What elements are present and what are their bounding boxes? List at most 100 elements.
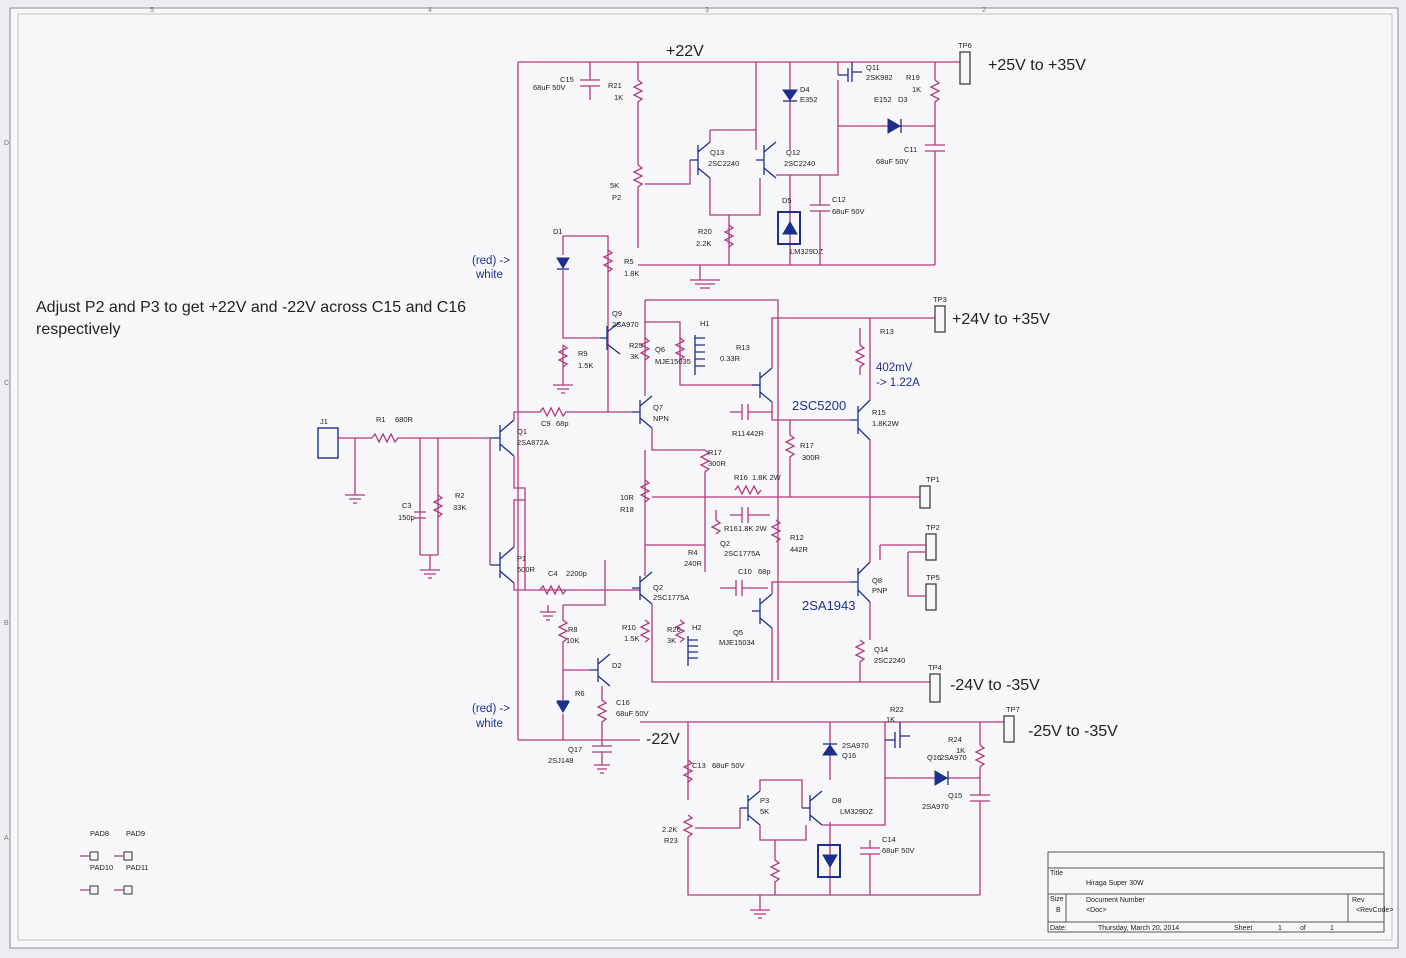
- r18-ref: Q2: [720, 539, 730, 548]
- q11-ref: Q11: [866, 63, 880, 72]
- border-marks: 5 4 3 2 D C B A: [4, 7, 986, 842]
- r4-ref: C4: [548, 569, 558, 578]
- r3-val: 68p: [556, 419, 569, 428]
- c14-val: 68uF 50V: [882, 846, 915, 855]
- r14-val: 2SC2240: [874, 656, 905, 665]
- tb-sheet-of: of: [1300, 925, 1306, 932]
- note-q7-current-2: -> 1.22A: [876, 377, 920, 389]
- r26-val: 3K: [667, 636, 676, 645]
- c16-ref: Q17: [568, 745, 582, 754]
- r10-ref: R10: [622, 623, 636, 632]
- q4-val: NPN: [653, 414, 669, 423]
- rail-tp4: -24V to -35V: [950, 677, 1040, 694]
- c13-ref: Q15: [948, 791, 962, 800]
- sheet-border: [9, 7, 1399, 949]
- tb-rev: <RevCode>: [1356, 907, 1393, 914]
- tb-docnum: <Doc>: [1086, 907, 1107, 914]
- r12-ref: R4: [688, 548, 698, 557]
- positive-regulator: C15 68uF 50V R21 1K 5K P2 Q13 2SC2240 Q1…: [517, 41, 972, 740]
- r13-ref: R13: [880, 327, 894, 336]
- q11-val: 2SK982: [866, 73, 893, 82]
- q7-ref: R15: [872, 408, 886, 417]
- negative-regulator: C13 68uF 50V 2.2K R23 P3 5K D8 LM329DZ 2…: [640, 705, 1020, 919]
- r14-ref: Q14: [874, 645, 888, 654]
- tb-sheet-label: Sheet: [1234, 925, 1252, 932]
- r21-ref: R21: [608, 81, 622, 90]
- tp4-ref: TP4: [928, 663, 942, 672]
- r8-ref: R8: [568, 625, 578, 634]
- note-red-white-top-2: white: [475, 269, 503, 281]
- d5-ref: D5: [782, 196, 792, 205]
- r10-val: 1.5K: [624, 634, 639, 643]
- c9-ref: R11: [732, 429, 745, 438]
- tp3-ref: TP3: [933, 295, 947, 304]
- r7-ref: R9: [578, 349, 588, 358]
- p2-val: 5K: [610, 181, 619, 190]
- tb-date: Thursday, March 20, 2014: [1098, 925, 1179, 932]
- r19-val: 1K: [912, 85, 921, 94]
- q12-ref: Q12: [786, 148, 800, 157]
- q15-ref: D8: [832, 796, 842, 805]
- p3-val: 2.2K: [662, 825, 677, 834]
- q5-ref: Q5: [733, 628, 743, 637]
- c11-ref: C11: [904, 145, 917, 154]
- svg-text:B: B: [4, 620, 9, 627]
- tp7-ref: TP7: [1006, 705, 1020, 714]
- q14-ref: D2: [612, 661, 622, 670]
- q9-ref: Q9: [612, 309, 622, 318]
- tp2-ref: TP2: [926, 523, 940, 532]
- c4-val: 1.8K 2W: [738, 524, 768, 533]
- c9-val: 442R: [746, 429, 765, 438]
- q2-ref: P1: [517, 554, 526, 563]
- r15-ref: R17: [800, 441, 814, 450]
- r1-ref: R1: [376, 415, 386, 424]
- d2-ref: R6: [575, 689, 585, 698]
- svg-text:D: D: [4, 140, 9, 147]
- r15-val: 300R: [802, 453, 821, 462]
- tb-docnum-label: Document Number: [1086, 897, 1145, 904]
- h2-ref: H2: [692, 623, 702, 632]
- rail-tp3: +24V to +35V: [952, 311, 1050, 328]
- d6-val: 2SA970: [940, 753, 967, 762]
- h1-ref: H1: [700, 319, 710, 328]
- amplifier-stage: J1 R1 680R C3 150p R2 33K Q1 2SA872A P1 …: [317, 227, 947, 774]
- r11-ref: R17: [708, 448, 722, 457]
- r6-val: 68uF 50V: [616, 709, 649, 718]
- q7-val: 1.8K2W: [872, 419, 900, 428]
- svg-text:A: A: [4, 835, 9, 842]
- svg-text:3: 3: [705, 7, 709, 14]
- r24-ref: C13: [692, 761, 706, 770]
- r7-val: 1.5K: [578, 361, 593, 370]
- r26-ref: R26: [667, 625, 681, 634]
- svg-text:PAD9: PAD9: [126, 829, 145, 838]
- r1-val: 680R: [395, 415, 414, 424]
- d3-val: E152: [874, 95, 892, 104]
- q17-ref: R22: [890, 705, 904, 714]
- svg-text:4: 4: [428, 7, 432, 14]
- q1-ref: Q1: [517, 427, 527, 436]
- d1-ref: D1: [553, 227, 563, 236]
- r19-ref: R19: [906, 73, 920, 82]
- rail-tp7: -25V to -35V: [1028, 723, 1118, 740]
- svg-text:C: C: [4, 380, 9, 387]
- tb-title-label: Title: [1050, 870, 1063, 877]
- note-red-white-bottom-2: white: [475, 718, 503, 730]
- p2-ref: P2: [612, 193, 621, 202]
- r22-ref: R24: [948, 735, 962, 744]
- q3-val: 2SC1775A: [653, 593, 689, 602]
- tp1-ref: TP1: [926, 475, 940, 484]
- d3-ref: D3: [898, 95, 908, 104]
- svg-text:2: 2: [982, 7, 986, 14]
- c4-ref: R16: [724, 524, 738, 533]
- r9-ref: R25: [629, 341, 643, 350]
- q2-val: 500R: [517, 565, 536, 574]
- q8-val: PNP: [872, 586, 887, 595]
- instruction-line-1: Adjust P2 and P3 to get +22V and -22V ac…: [36, 299, 466, 316]
- r25-val: MJE15035: [655, 357, 691, 366]
- tb-sheet-total: 1: [1330, 925, 1334, 932]
- rail-pos22: +22V: [666, 43, 704, 60]
- d4-ref: D4: [800, 85, 810, 94]
- r5-ref: R5: [624, 257, 634, 266]
- r5-val: 1.8K: [624, 269, 639, 278]
